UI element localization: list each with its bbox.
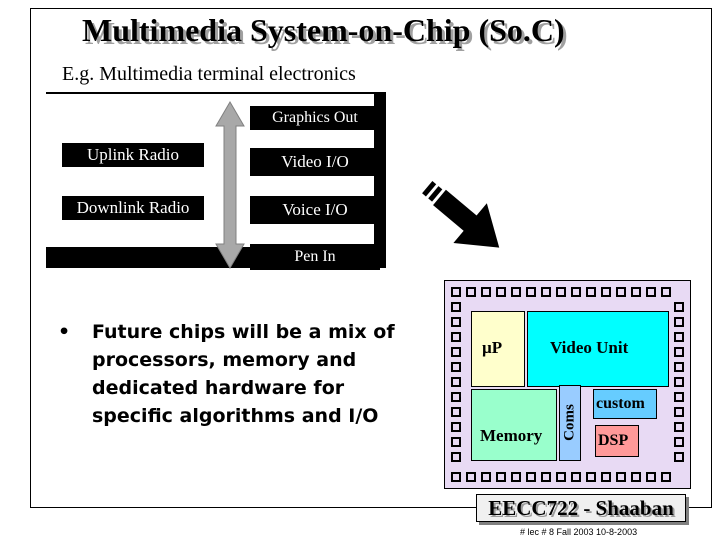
bullet-line: Future chips will be a mix of [92, 321, 395, 343]
io-pad [481, 472, 491, 482]
io-pad [674, 392, 684, 402]
bullet-text: • Future chips will be a mix of processo… [58, 318, 395, 430]
io-pad [674, 407, 684, 417]
io-pad [631, 472, 641, 482]
bullet-line: specific algorithms and I/O [92, 405, 379, 427]
io-pad [674, 332, 684, 342]
io-pad [511, 287, 521, 297]
io-pad [601, 472, 611, 482]
io-pad [674, 377, 684, 387]
io-pad [451, 407, 461, 417]
io-pad [674, 452, 684, 462]
io-pad [674, 302, 684, 312]
io-pad [674, 347, 684, 357]
voice-io-box: Voice I/O [250, 196, 380, 224]
io-pad [674, 362, 684, 372]
io-pad [586, 472, 596, 482]
io-pad [586, 287, 596, 297]
coms-block: Coms [559, 385, 581, 461]
custom-block: custom [593, 389, 657, 419]
coms-label: Coms [561, 404, 578, 441]
io-pad [451, 317, 461, 327]
io-pad [466, 472, 476, 482]
bullet-lines: Future chips will be a mix of processors… [92, 318, 395, 430]
io-pad [616, 287, 626, 297]
double-arrow-icon [215, 101, 245, 269]
io-pad [556, 472, 566, 482]
io-pad [556, 287, 566, 297]
downlink-radio-box: Downlink Radio [62, 196, 204, 220]
io-pad [481, 287, 491, 297]
up-label: µP [482, 338, 503, 357]
slide-title: Multimedia System-on-Chip (So.C) [82, 12, 565, 48]
io-pad [451, 362, 461, 372]
bullet-line: dedicated hardware for [92, 377, 345, 399]
io-pad [451, 377, 461, 387]
io-pad [451, 422, 461, 432]
soc-chip-die: µP Video Unit Memory Coms custom DSP [444, 280, 691, 489]
io-pad [451, 452, 461, 462]
io-pad [451, 302, 461, 312]
video-unit-block: Video Unit [527, 311, 669, 387]
io-pad [541, 287, 551, 297]
io-pad [451, 472, 461, 482]
io-pad [451, 437, 461, 447]
io-pad [646, 287, 656, 297]
course-footer: EECC722 - Shaaban [476, 494, 686, 522]
io-pad [646, 472, 656, 482]
io-pad [571, 472, 581, 482]
io-pad [496, 287, 506, 297]
custom-label: custom [596, 395, 645, 412]
slide-subtitle: E.g. Multimedia terminal electronics [62, 63, 356, 85]
dsp-label: DSP [598, 432, 629, 449]
io-pad [674, 422, 684, 432]
io-pad [526, 287, 536, 297]
io-pad [601, 287, 611, 297]
io-pad [661, 472, 671, 482]
io-pad [466, 287, 476, 297]
io-pad [451, 347, 461, 357]
io-pad [526, 472, 536, 482]
io-pad [541, 472, 551, 482]
io-pad [451, 332, 461, 342]
io-pad [631, 287, 641, 297]
io-pad [496, 472, 506, 482]
footer-note: # lec # 8 Fall 2003 10-8-2003 [520, 527, 638, 537]
diagonal-arrow-icon [422, 181, 500, 248]
io-pad [616, 472, 626, 482]
io-pad [451, 392, 461, 402]
up-block: µP [471, 311, 525, 387]
io-pad [511, 472, 521, 482]
io-pad [661, 287, 671, 297]
video-unit-label: Video Unit [550, 338, 629, 357]
dsp-block: DSP [595, 425, 639, 457]
graphics-out-box: Graphics Out [250, 106, 380, 130]
video-io-box: Video I/O [250, 148, 380, 176]
pen-in-box: Pen In [250, 244, 380, 270]
bullet-line: processors, memory and [92, 349, 357, 371]
uplink-radio-box: Uplink Radio [62, 143, 204, 167]
memory-label: Memory [480, 426, 543, 445]
io-pad [674, 437, 684, 447]
slide-frame [30, 8, 712, 508]
io-pad [451, 287, 461, 297]
io-pad [571, 287, 581, 297]
io-pad [674, 317, 684, 327]
memory-block: Memory [471, 389, 557, 461]
bullet-symbol: • [58, 321, 71, 343]
